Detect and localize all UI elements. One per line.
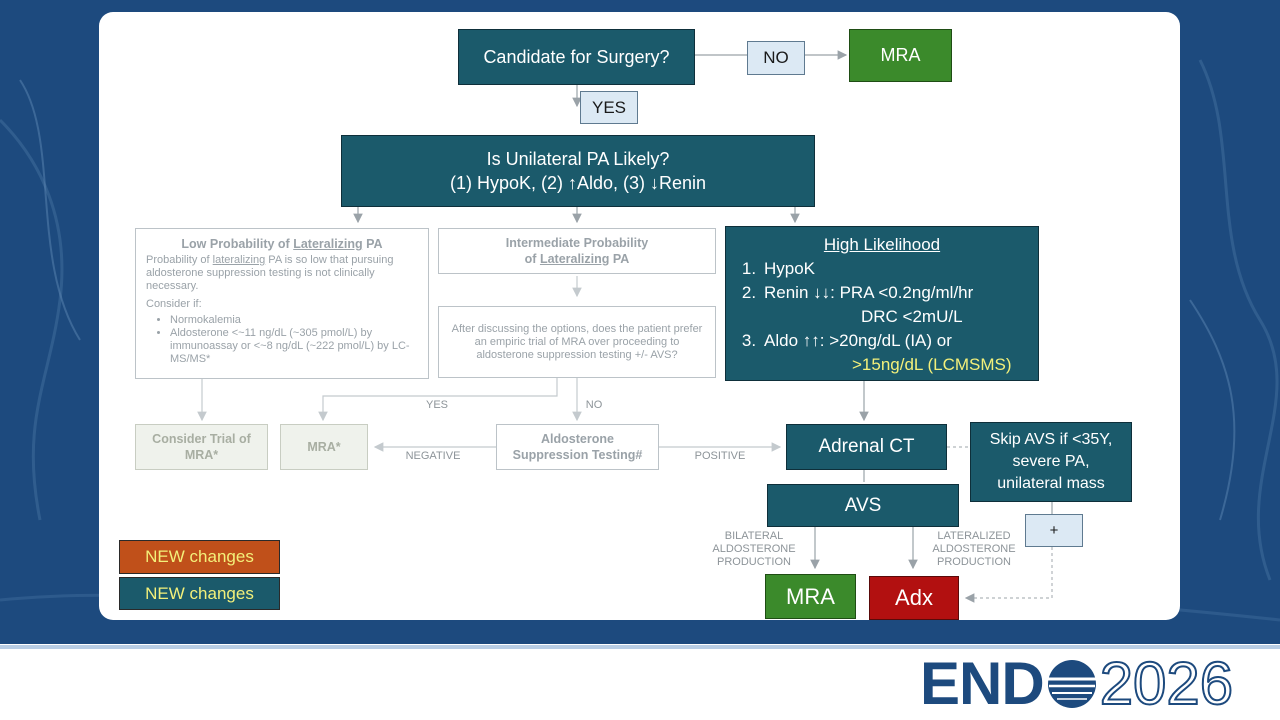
footer-divider	[0, 640, 1280, 644]
high-item-1: 1.HypoK	[741, 259, 816, 278]
logo-end: END	[920, 650, 1045, 717]
label-positive: POSITIVE	[694, 450, 746, 462]
legend-new-changes-orange: NEW changes	[119, 540, 280, 574]
skip-avs-box: Skip AVS if <35Y, severe PA, unilateral …	[970, 422, 1132, 502]
adrenal-ct-box: Adrenal CT	[786, 424, 947, 470]
skip-avs-text: Skip AVS if <35Y, severe PA, unilateral …	[989, 431, 1113, 492]
footer-divider-light	[0, 645, 1280, 649]
yes-decision-box: YES	[580, 91, 638, 124]
adx-text: Adx	[895, 585, 933, 610]
label-no: NO	[585, 399, 603, 411]
candidate-for-surgery-text: Candidate for Surgery?	[483, 46, 670, 67]
high-likelihood-box: High Likelihood 1.HypoK 2.Renin ↓↓: PRA …	[725, 226, 1039, 381]
mra-top-text: MRA	[880, 45, 921, 65]
globe-icon	[1047, 660, 1096, 708]
avs-box: AVS	[767, 484, 959, 527]
legend-text: NEW changes	[145, 547, 254, 566]
low-probability-text: Probability of lateralizing PA is so low…	[146, 254, 394, 292]
adrenal-ct-text: Adrenal CT	[818, 436, 915, 457]
low-probability-consider: Consider if:	[146, 298, 202, 310]
unilateral-pa-box: Is Unilateral PA Likely? (1) HypoK, (2) …	[341, 135, 815, 207]
label-yes: YES	[425, 399, 448, 411]
low-probability-title: Low Probability of Lateralizing PA	[181, 237, 383, 251]
consider-trial-text: Consider Trial of MRA*	[152, 432, 251, 462]
plus-box: +	[1025, 514, 1083, 547]
mra-top-box: MRA	[849, 29, 952, 82]
low-probability-item: Aldosterone <~11 ng/dL (~305 pmol/L) by …	[170, 327, 418, 366]
avs-text: AVS	[844, 494, 882, 516]
high-item-2-sub: DRC <2mU/L	[861, 307, 963, 326]
high-likelihood-title: High Likelihood	[823, 235, 941, 254]
legend-text: NEW changes	[145, 583, 254, 603]
adx-box: Adx	[869, 576, 959, 620]
mra-star-text: MRA*	[307, 440, 341, 454]
suppression-testing-text: Aldosterone Suppression Testing#	[512, 432, 643, 462]
high-item-3-sub: >15ng/dL (LCMSMS)	[852, 355, 1012, 374]
high-item-3: 3.Aldo ↑↑: >20ng/dL (IA) or	[741, 331, 952, 350]
low-probability-list: Normokalemia Aldosterone <~11 ng/dL (~30…	[146, 314, 418, 366]
plus-text: +	[1049, 522, 1059, 539]
mra-bottom-text: MRA	[786, 583, 835, 609]
unilateral-pa-criteria: (1) HypoK, (2) ↑Aldo, (3) ↓Renin	[449, 173, 707, 193]
intermediate-question-box: After discussing the options, does the p…	[438, 306, 716, 378]
intermediate-question-text: After discussing the options, does the p…	[451, 322, 703, 361]
no-decision-box: NO	[747, 41, 805, 75]
mra-star-box: MRA*	[280, 424, 368, 470]
label-negative: NEGATIVE	[405, 450, 461, 462]
candidate-for-surgery-box: Candidate for Surgery?	[458, 29, 695, 85]
yes-decision-text: YES	[591, 97, 627, 117]
intermediate-probability-box: Intermediate Probability of Lateralizing…	[438, 228, 716, 274]
high-item-2: 2.Renin ↓↓: PRA <0.2ng/ml/hr	[741, 283, 974, 302]
no-decision-text: NO	[763, 48, 789, 67]
label-bilateral: BILATERAL ALDOSTERONE PRODUCTION	[712, 530, 796, 568]
unilateral-pa-title: Is Unilateral PA Likely?	[486, 149, 670, 169]
label-lateralized: LATERALIZED ALDOSTERONE PRODUCTION	[932, 530, 1016, 568]
legend-new-changes-teal: NEW changes	[119, 577, 280, 610]
low-probability-box: Low Probability of Lateralizing PA Proba…	[135, 228, 429, 379]
low-probability-item: Normokalemia	[170, 314, 418, 327]
suppression-testing-box: Aldosterone Suppression Testing#	[496, 424, 659, 470]
endo-logo: END 2026	[920, 650, 1234, 717]
mra-bottom-box: MRA	[765, 574, 856, 619]
consider-trial-box: Consider Trial of MRA*	[135, 424, 268, 470]
logo-year: 2026	[1099, 650, 1234, 717]
